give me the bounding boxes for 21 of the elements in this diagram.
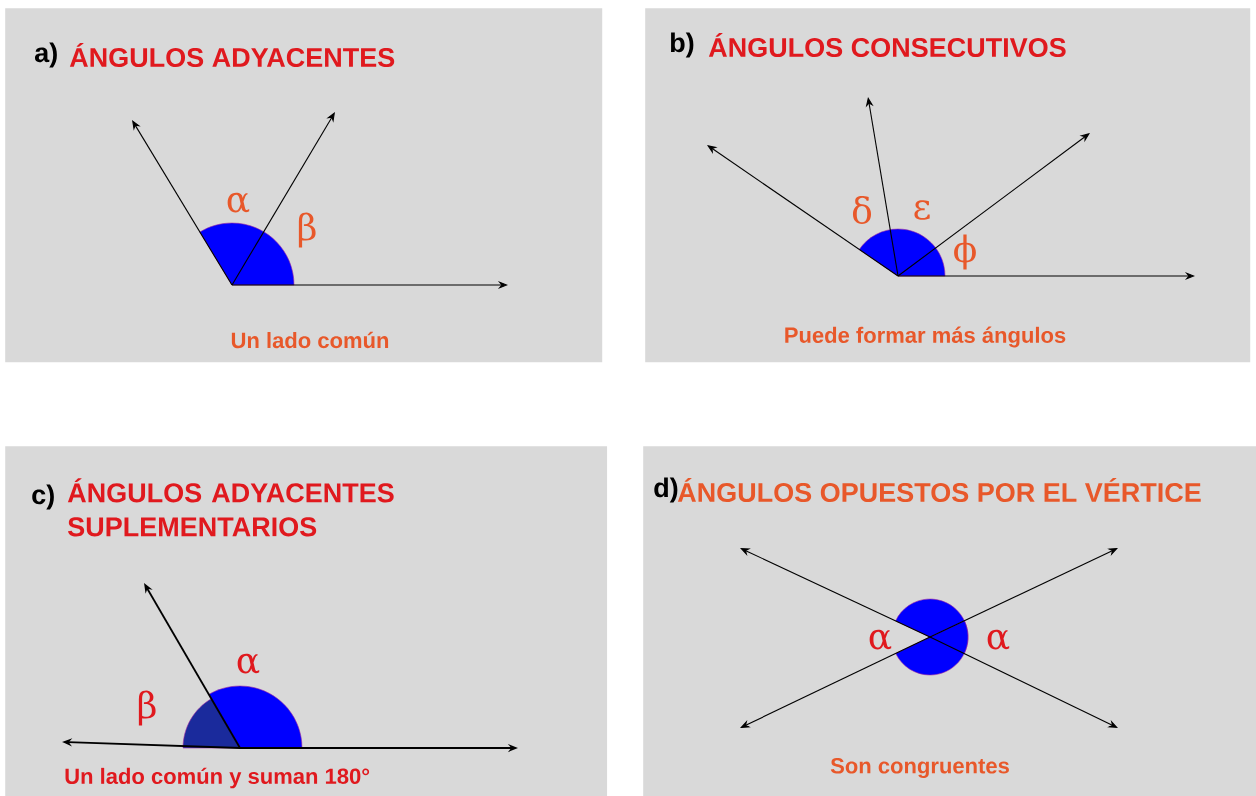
panel-caption: Un lado común y suman 180° (65, 767, 370, 789)
angle-symbol: α (237, 653, 260, 674)
panel-caption: Un lado común (231, 331, 389, 349)
panel-caption: Son congruentes (830, 758, 1009, 778)
angle-symbol: α (987, 629, 1010, 650)
angle-symbol: ϕ (954, 234, 976, 270)
item-letter: c) (32, 484, 54, 510)
angle-symbol: ε (914, 200, 930, 220)
angle-symbol: α (869, 629, 892, 650)
angle-symbol: β (298, 212, 316, 248)
panel-title: ÁNGULOS ADYACENTES (69, 42, 395, 68)
angle-symbol: α (227, 192, 250, 213)
item-letter: d) (654, 477, 678, 503)
item-letter: a) (35, 42, 57, 68)
panel-title: ÁNGULOS CONSECUTIVOS (708, 32, 1066, 58)
panel-title: ÁNGULOS ADYACENTES SUPLEMENTARIOS (67, 478, 394, 537)
panel-title: ÁNGULOS OPUESTOS POR EL VÉRTICE (677, 477, 1201, 503)
panel-caption: Puede formar más ángulos (785, 326, 1066, 348)
angle-symbol: β (138, 690, 156, 726)
angle-symbol: δ (852, 196, 872, 224)
item-letter: b) (671, 32, 694, 58)
